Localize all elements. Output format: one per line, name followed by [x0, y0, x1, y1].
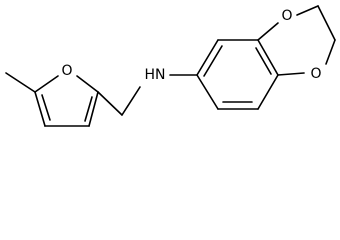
dioxane-oxygen-top-label: O: [281, 8, 292, 24]
bond-furan-ch2: [97, 91, 123, 116]
bond-benzene-o-top: [257, 22, 279, 41]
bond-o-c4-furan: [76, 75, 99, 93]
bond-c2-c1-furan: [34, 91, 46, 127]
dioxane-ring: [257, 5, 336, 76]
bond-o-bottom-benzene: [277, 72, 305, 76]
bond-c2-c1-inner-double-furan: [41, 94, 51, 121]
furan-ring: [34, 75, 99, 127]
bond-benzene-3-double: [255, 47, 272, 75]
bond-c3-c3-inner-double-furan: [84, 96, 93, 122]
chemical-structure-diagram: O HN O O: [5, 5, 336, 127]
bond-methyl: [5, 72, 36, 93]
furan-oxygen-label: O: [61, 63, 72, 79]
bond-benzene-1-double: [203, 45, 223, 77]
bond-benzene-6: [196, 74, 219, 110]
bond-o-top-ch2: [296, 5, 319, 16]
bond-ch2-ch2: [317, 5, 336, 41]
amine-nh-label: HN: [145, 67, 166, 83]
dioxane-oxygen-bottom-label: O: [310, 66, 321, 82]
bond-benzene-3: [257, 39, 279, 76]
bond-c1-o-furan: [34, 75, 59, 93]
bond-benzene-1: [196, 39, 219, 76]
bond-benzene-4: [257, 74, 279, 110]
bond-ch2-nh: [121, 86, 141, 116]
bond-c4-c3-furan: [88, 91, 99, 127]
benzene-ring: [196, 39, 279, 110]
bond-ch2-o-bottom: [325, 39, 336, 65]
